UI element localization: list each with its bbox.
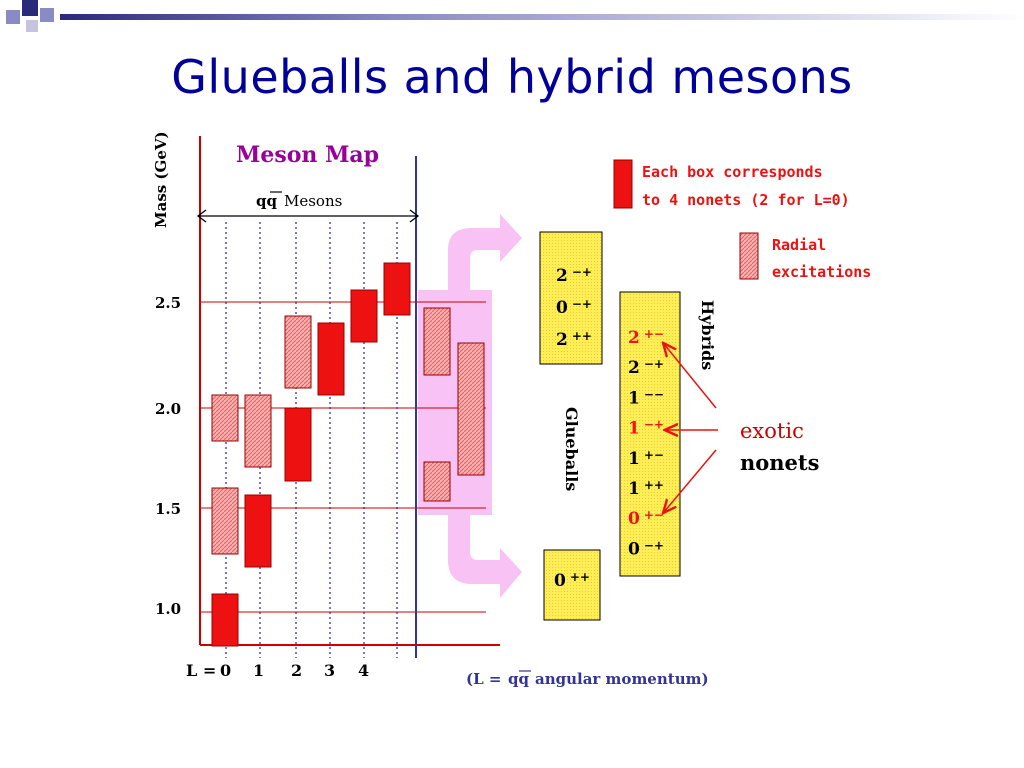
banner-square-icon (22, 0, 38, 16)
legend-radial-box (739, 232, 759, 280)
l-value-label: 2 (291, 661, 302, 680)
legend-each-box-line1: Each box corresponds (642, 163, 823, 181)
footnote-open: (L = (466, 670, 501, 688)
radial-box (211, 487, 239, 555)
state-label: 2−+ (628, 357, 664, 378)
radial-box (423, 307, 451, 376)
legend-red-box (613, 159, 633, 209)
state-label: 2++ (556, 329, 592, 350)
radial-box (284, 315, 312, 389)
y-tick-label: 1.5 (155, 500, 181, 518)
state-label: 2−+ (556, 265, 592, 286)
l-value-label: 3 (324, 661, 335, 680)
y-tick-label: 2.5 (155, 294, 181, 312)
l-value-label: 4 (358, 661, 369, 680)
hybrids-label: Hybrids (698, 300, 717, 370)
legend-each-box-line2: to 4 nonets (2 for L=0) (642, 191, 850, 209)
y-tick-label: 1.0 (155, 600, 181, 618)
state-label: 1++ (628, 478, 664, 499)
y-tick-label: 2.0 (155, 400, 181, 418)
meson-box (317, 322, 345, 396)
state-label: 1+− (628, 448, 664, 469)
radial-box (423, 461, 451, 502)
glueball-lower-states: 0++ (554, 570, 590, 591)
glueball-lower-box (543, 549, 601, 621)
footnote-rest: angular momentum) (535, 670, 709, 688)
radial-box (457, 342, 485, 476)
banner-square-icon (26, 20, 38, 32)
title-banner (6, 0, 1024, 32)
state-label: 0+− (628, 508, 664, 529)
banner-square-icon (6, 10, 20, 24)
qq-label: qq (256, 192, 277, 210)
glueball-upper-box (539, 231, 603, 365)
mesons-label: Mesons (284, 192, 342, 210)
exotic-region-boxes (423, 307, 485, 502)
legend-radial-line1: Radial (772, 236, 826, 254)
banner-square-icon (40, 8, 54, 22)
radial-box (211, 394, 239, 442)
l-value-label: 0 (220, 661, 231, 680)
meson-map-title: Meson Map (236, 142, 379, 168)
exotic-label: exotic (740, 419, 804, 443)
radial-box (244, 394, 272, 468)
nonets-label: nonets (740, 450, 819, 475)
glueball-upper-states: 2−+ 0−+ 2++ (556, 265, 592, 350)
state-label: 2+− (628, 327, 664, 348)
state-label: 1−− (628, 387, 664, 408)
glueballs-label: Glueballs (562, 407, 581, 491)
l-prefix-label: L = (186, 661, 216, 680)
hybrid-states: 2+− 2−+ 1−− 1−+ 1+− 1++ 0+− 0−+ (628, 327, 664, 559)
state-label: 0−+ (556, 297, 592, 318)
meson-box (350, 289, 378, 343)
state-label: 0−+ (628, 538, 664, 559)
meson-box (244, 494, 272, 568)
meson-box (284, 407, 312, 482)
meson-boxes (211, 262, 411, 647)
footnote-qq: qq (508, 670, 529, 688)
slide-title: Glueballs and hybrid mesons (171, 50, 853, 104)
legend-radial-line2: excitations (772, 263, 871, 281)
state-label: 1−+ (628, 418, 664, 439)
state-label: 0++ (554, 570, 590, 591)
l-value-label: 1 (253, 661, 264, 680)
meson-box (211, 593, 239, 647)
exotic-arrows (664, 344, 718, 512)
y-axis-label: Mass (GeV) (152, 131, 170, 228)
meson-box (383, 262, 411, 316)
